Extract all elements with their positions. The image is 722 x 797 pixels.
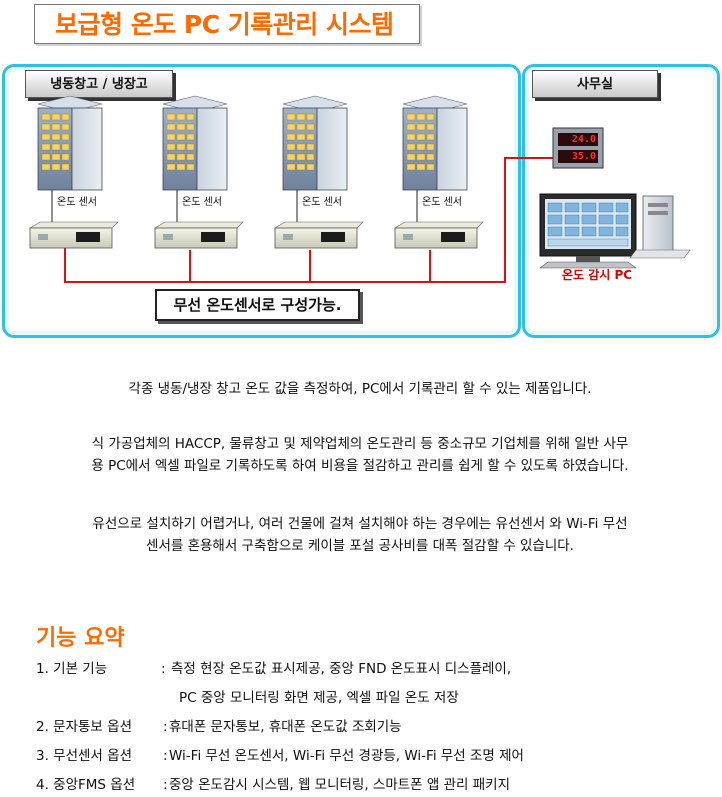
haccp-paragraph-line-1: 식 가공업체의 HACCP, 물류창고 및 제약업체의 온도관리 등 중소규모 … (91, 436, 629, 452)
wireless-paragraph-line-2: 센서를 혼용해서 구축함으로 케이블 포설 공사비를 대폭 절감할 수 있습니다… (146, 538, 574, 554)
feature-label: 2. 문자통보 옵션 (36, 719, 132, 735)
logger-device (28, 221, 119, 249)
haccp-paragraph-line-2: 용 PC에서 엑셀 파일로 기록하도록 하여 비용을 절감하고 관리를 쉽게 할… (91, 458, 629, 474)
fnd-display (552, 127, 604, 169)
sensor-label-4: 온도 센서 (420, 193, 464, 208)
page-title: 보급형 온도 PC 기록관리 시스템 (34, 4, 420, 44)
features-title: 기능 요약 (36, 626, 125, 651)
office-label: 사무실 (532, 70, 658, 98)
wire-network (64, 157, 553, 283)
feature-row: 1. 기본 기능: 측정 현장 온도값 표시제공, 중앙 FND 온도표시 디스… (36, 657, 511, 677)
intro-paragraph: 각종 냉동/냉장 창고 온도 값을 측정하여, PC에서 기록관리 할 수 있는… (128, 381, 592, 397)
storage-unit (28, 95, 119, 249)
feature-separator: : (163, 719, 168, 735)
system-diagram (28, 95, 691, 283)
feature-desc: 중앙 온도감시 시스템, 웹 모니터링, 스마트폰 앱 관리 패키지 (169, 777, 510, 793)
feature-row: 2. 문자통보 옵션: 휴대폰 문자통보, 휴대폰 온도값 조회기능 (36, 715, 402, 735)
feature-label: 1. 기본 기능 (36, 661, 108, 677)
feature-desc: 휴대폰 문자통보, 휴대폰 온도값 조회기능 (169, 719, 402, 735)
feature-separator: : (161, 661, 166, 677)
feature-label: 4. 중앙FMS 옵션 (36, 777, 136, 793)
sensor-label-2: 온도 센서 (180, 193, 224, 208)
feature-row: 4. 중앙FMS 옵션: 중앙 온도감시 시스템, 웹 모니터링, 스마트폰 앱… (36, 773, 510, 793)
display-reading-2: 35.0 (571, 151, 596, 162)
monitoring-pc (539, 193, 691, 269)
feature-label: 3. 무선센서 옵션 (36, 748, 132, 764)
sensor-label-3: 온도 센서 (300, 193, 344, 208)
cold-storage-label: 냉동창고 / 냉장고 (25, 70, 173, 98)
monitor-pc-label: 온도 감시 PC (562, 268, 633, 282)
feature-desc: Wi-Fi 무선 온도센서, Wi-Fi 무선 경광등, Wi-Fi 무선 조명… (169, 748, 524, 764)
feature-desc: PC 중앙 모니터링 화면 제공, 엑셀 파일 온도 저장 (179, 690, 459, 706)
wireless-caption: 무선 온도센서로 구성가능. (155, 289, 360, 321)
sensor-label-1: 온도 센서 (55, 193, 99, 208)
feature-row: 3. 무선센서 옵션: Wi-Fi 무선 온도센서, Wi-Fi 무선 경광등,… (36, 744, 524, 764)
feature-row: PC 중앙 모니터링 화면 제공, 엑셀 파일 온도 저장 (36, 686, 459, 706)
feature-separator: : (163, 748, 168, 764)
wireless-paragraph-line-1: 유선으로 설치하기 어렵거나, 여러 건물에 걸쳐 설치해야 하는 경우에는 유… (92, 516, 628, 532)
cabinet (37, 95, 103, 191)
feature-separator: : (163, 777, 168, 793)
feature-desc: 측정 현장 온도값 표시제공, 중앙 FND 온도표시 디스플레이, (171, 661, 512, 677)
display-reading-1: 24.0 (571, 134, 596, 145)
